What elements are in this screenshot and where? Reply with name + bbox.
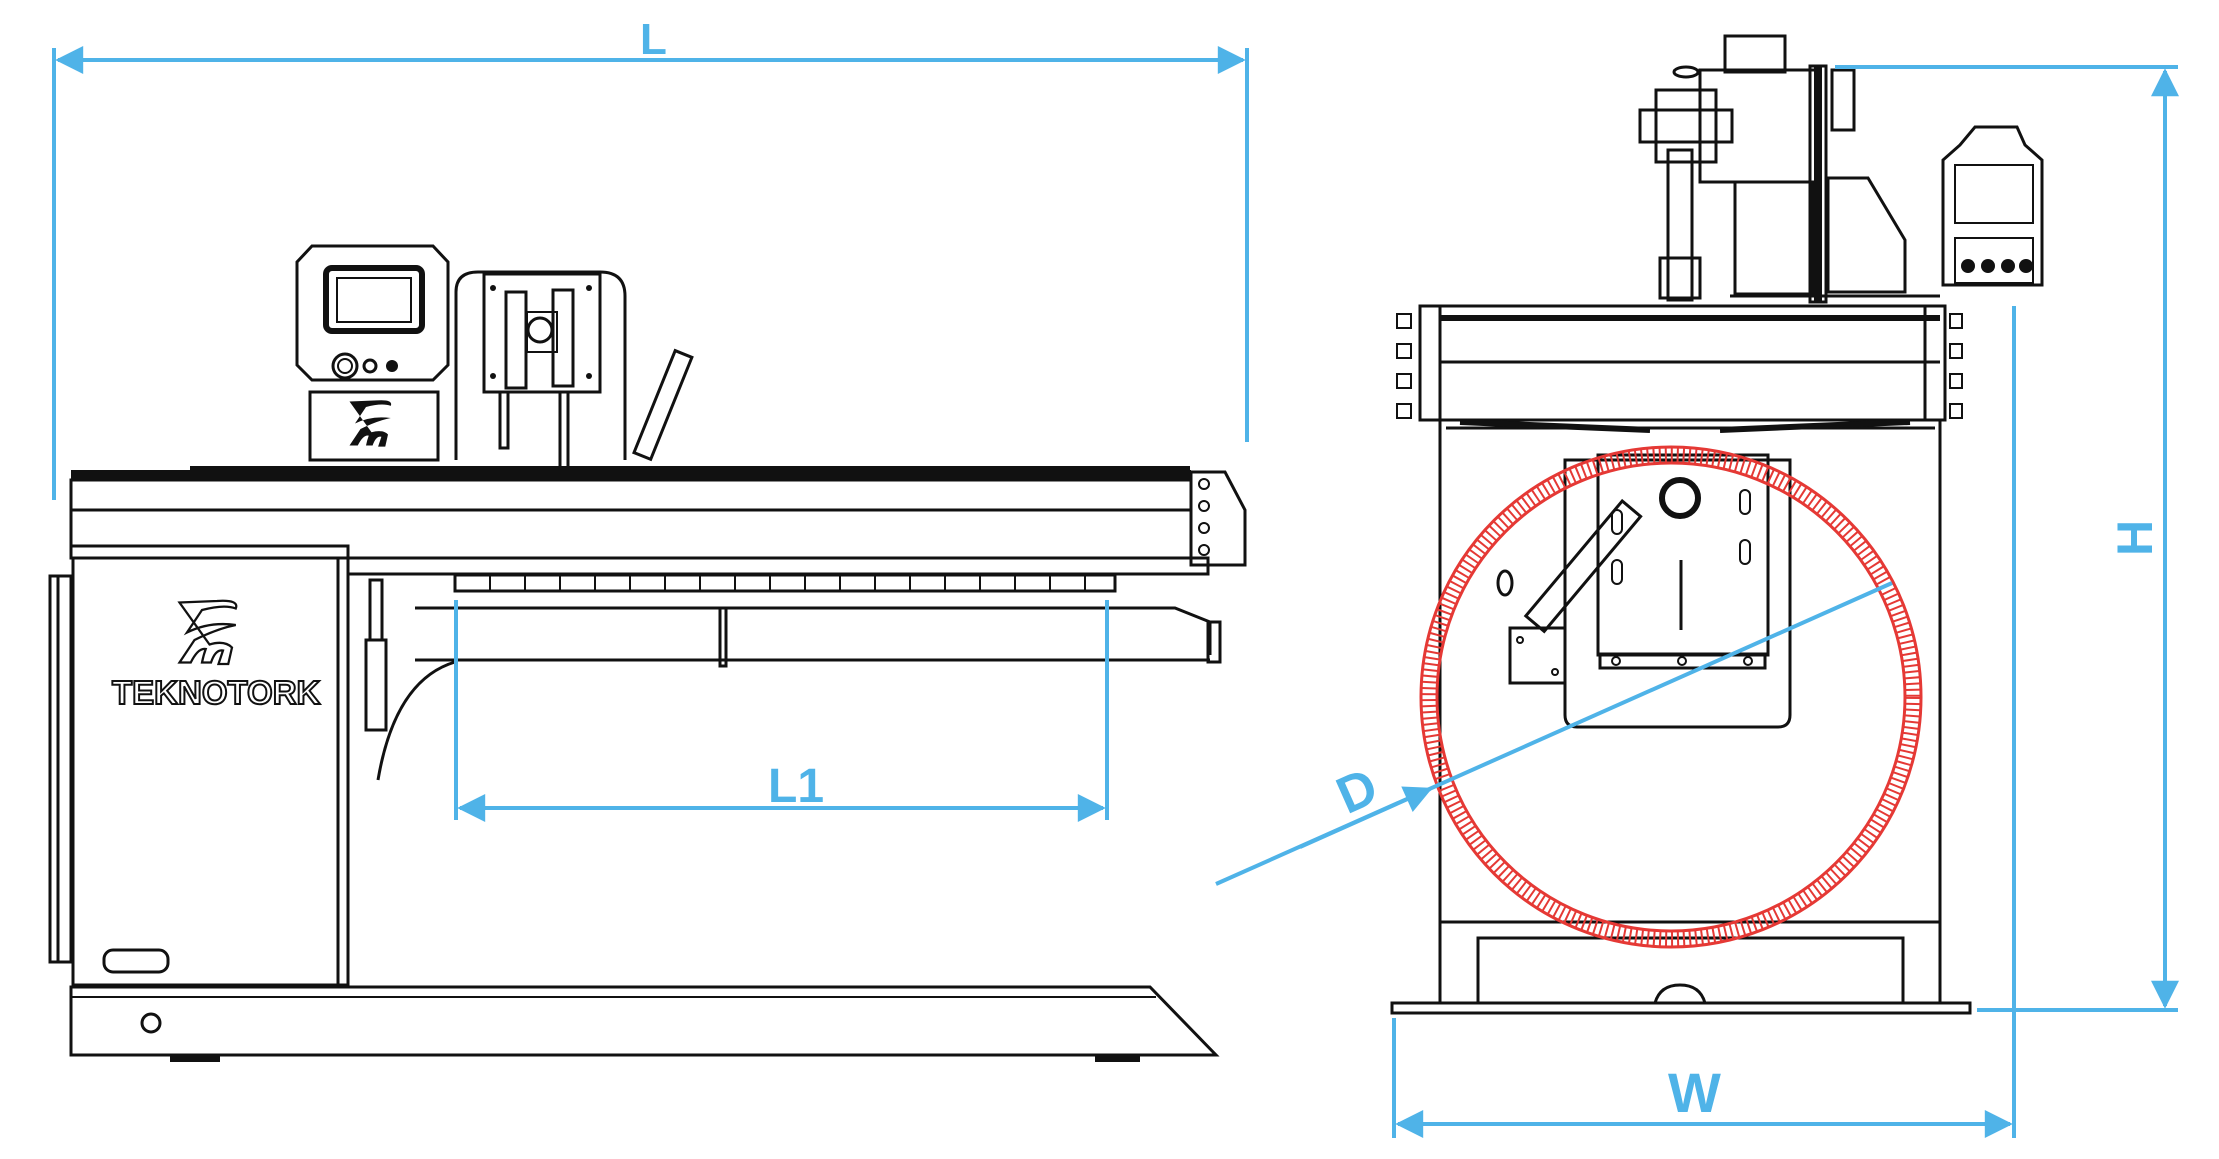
- dimension-label-H: H: [2107, 520, 2163, 556]
- dimension-W: W: [1392, 306, 2016, 1138]
- dimension-L1: L1: [454, 600, 1109, 822]
- dimension-H: H: [1835, 65, 2179, 1012]
- frame: [1390, 420, 1972, 1015]
- button-icon: [362, 358, 378, 374]
- dimension-L: L: [52, 15, 1249, 500]
- column: TEKNOTORK: [48, 544, 350, 987]
- torch-icon: [632, 348, 694, 462]
- welding-head: [454, 270, 694, 472]
- welding-head-front: [1638, 34, 1940, 304]
- dimension-label-L: L: [640, 15, 667, 64]
- side-view: TEKNOTORK: [48, 244, 1247, 1062]
- dimension-label-W: W: [1668, 1061, 1721, 1124]
- workpiece-pipe: [1419, 445, 1923, 949]
- slot-icon: [102, 948, 170, 974]
- dimension-label-L1: L1: [768, 760, 824, 813]
- cylinder-icon: [1523, 498, 1643, 634]
- cylinder-icon: [364, 638, 388, 732]
- top-beam: [1396, 304, 1963, 433]
- brand-name: TEKNOTORK: [112, 674, 321, 711]
- logo-icon: [349, 400, 392, 447]
- front-view: [1390, 34, 2044, 1015]
- logo-icon: [177, 599, 238, 666]
- base: [69, 985, 1220, 1062]
- carriage: [1496, 453, 1792, 729]
- main-knob-icon: [331, 352, 359, 380]
- button-icon: [386, 360, 398, 372]
- dimension-label-D: D: [1328, 757, 1386, 825]
- control-panel: [295, 244, 450, 462]
- main-beam: [69, 466, 1247, 781]
- welding-power-source: [1941, 125, 2044, 287]
